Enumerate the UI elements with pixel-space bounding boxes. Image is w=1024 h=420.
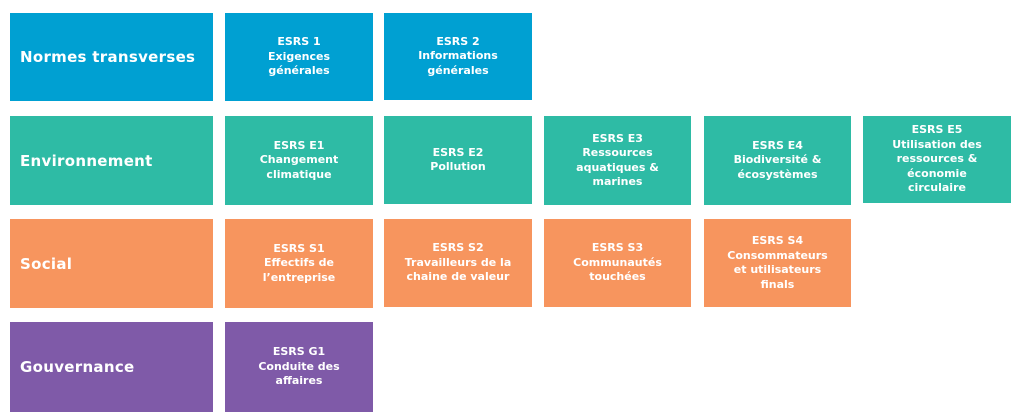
standard-title-line: touchées: [589, 270, 646, 284]
standard-title-line: écosystèmes: [737, 167, 818, 181]
standard-title-line: Pollution: [430, 160, 486, 173]
standard-title-line: ressources &: [896, 152, 978, 166]
standard-title-line: Changement: [259, 153, 339, 167]
standard-esrs-s2: ESRS S2 Travailleurs de la chaine de val…: [384, 219, 532, 307]
standard-title-line: Informations: [418, 49, 498, 63]
standard-title-line: Communautés: [573, 255, 662, 269]
category-label: Social: [20, 254, 73, 273]
standard-title-line: Ressources: [582, 146, 653, 159]
standard-esrs-e3: ESRS E3 Ressources aquatiques & marines: [544, 116, 691, 205]
category-gouvernance: Gouvernance: [10, 322, 213, 412]
standard-title-line: climatique: [266, 167, 332, 181]
standard-code: ESRS 1: [277, 35, 321, 49]
standard-title-line: générales: [268, 64, 330, 78]
standard-code: ESRS S4: [751, 234, 804, 247]
standard-esrs-1: ESRS 1 Exigences générales: [225, 13, 373, 101]
category-label: Normes transverses: [20, 48, 196, 66]
standard-code: ESRS G1: [272, 345, 326, 359]
standard-code: ESRS S3: [591, 241, 644, 255]
standard-title-line: et utilisateurs: [733, 263, 822, 276]
standard-title-line: Consommateurs: [727, 248, 828, 262]
standard-esrs-g1: ESRS G1 Conduite des affaires: [225, 322, 373, 412]
standard-code: ESRS S1: [273, 241, 325, 255]
standard-title-line: l’entreprise: [262, 270, 336, 284]
standard-code: ESRS S2: [432, 241, 484, 255]
category-label: Environnement: [20, 151, 153, 170]
standard-esrs-s3: ESRS S3 Communautés touchées: [544, 219, 691, 307]
standard-code: ESRS E4: [752, 138, 803, 152]
standard-esrs-e2: ESRS E2 Pollution: [384, 116, 532, 204]
standard-code: ESRS E3: [592, 131, 643, 145]
category-normes-transverses: Normes transverses: [10, 13, 213, 101]
standard-esrs-s1: ESRS S1 Effectifs de l’entreprise: [225, 219, 373, 308]
category-social: Social: [10, 219, 213, 308]
standard-esrs-2: ESRS 2 Informations générales: [384, 13, 532, 100]
category-environnement: Environnement: [10, 116, 213, 205]
standard-title-line: finals: [760, 277, 795, 291]
standard-esrs-e4: ESRS E4 Biodiversité & écosystèmes: [704, 116, 851, 205]
standard-title-line: aquatiques &: [576, 160, 659, 174]
standard-title-line: circulaire: [908, 181, 966, 195]
standard-title-line: affaires: [275, 374, 323, 388]
standard-title-line: Exigences: [267, 49, 331, 63]
standard-title-line: Effectifs de: [264, 256, 334, 270]
standard-title-line: Conduite des: [258, 359, 340, 373]
standard-title-line: économie: [907, 166, 967, 180]
standard-title-line: Biodiversité &: [733, 153, 822, 167]
standard-title-line: Travailleurs de la: [404, 255, 512, 269]
standard-code: ESRS E2: [432, 145, 484, 159]
standard-code: ESRS E1: [273, 138, 325, 152]
standard-esrs-e1: ESRS E1 Changement climatique: [225, 116, 373, 205]
standard-esrs-s4: ESRS S4 Consommateurs et utilisateurs fi…: [704, 219, 851, 307]
standard-title-line: marines: [592, 175, 643, 188]
standard-esrs-e5: ESRS E5 Utilisation des ressources & éco…: [863, 116, 1011, 203]
category-label: Gouvernance: [20, 358, 135, 376]
standard-code: ESRS 2: [436, 34, 480, 48]
standard-code: ESRS E5: [911, 123, 963, 137]
standard-title-line: chaine de valeur: [406, 270, 510, 284]
standard-title-line: Utilisation des: [892, 137, 982, 151]
standard-title-line: générales: [427, 63, 489, 77]
